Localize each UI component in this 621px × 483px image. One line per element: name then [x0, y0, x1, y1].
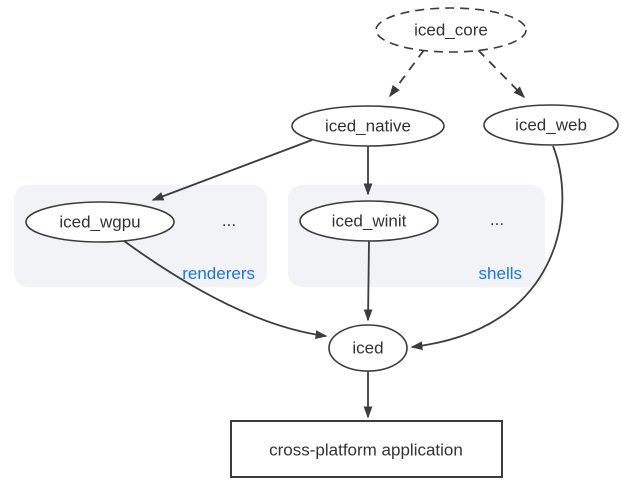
group-label-renderers: renderers	[182, 264, 255, 283]
node-label-application: cross-platform application	[269, 441, 463, 460]
node-label-iced-wgpu: iced_wgpu	[59, 213, 140, 232]
group-label-shells: shells	[479, 264, 522, 283]
edge-iced-winit-to-iced	[363, 240, 373, 322]
node-application-box	[230, 420, 503, 478]
node-label-iced-core: iced_core	[414, 21, 488, 40]
node-iced-web	[483, 104, 619, 146]
node-label-iced: iced	[352, 339, 383, 358]
node-iced-wgpu	[25, 201, 175, 243]
edge-iced-web-to-iced	[410, 145, 564, 351]
node-label-iced-web: iced_web	[515, 116, 587, 135]
edge-iced-native-to-iced-wgpu	[151, 139, 313, 201]
edge-iced-core-to-iced-native	[389, 49, 425, 98]
edge-iced-wgpu-to-iced	[123, 240, 328, 340]
node-label-iced-winit: iced_winit	[332, 212, 407, 231]
edge-iced-core-to-iced-web	[477, 49, 526, 99]
node-iced-native	[291, 105, 445, 147]
node-iced	[328, 324, 408, 372]
group-shells-ellipsis: ...	[490, 210, 504, 229]
group-renderers-ellipsis: ...	[222, 211, 236, 230]
node-label-iced-native: iced_native	[325, 117, 411, 136]
node-iced-core	[375, 7, 527, 53]
node-iced-winit	[299, 200, 439, 242]
